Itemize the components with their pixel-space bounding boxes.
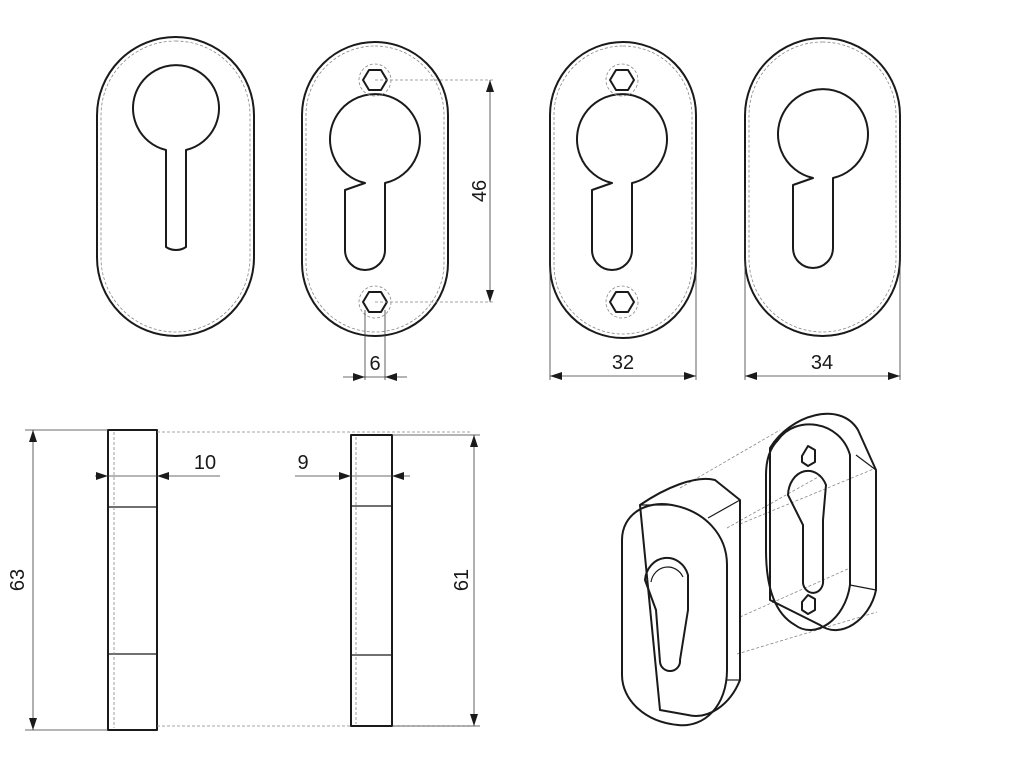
- isometric-front-plate: [621, 478, 741, 727]
- dimension-label-63: 63: [7, 569, 29, 591]
- dimension-screw-spacing: 46: [469, 80, 494, 302]
- isometric-assembly-view: [621, 412, 878, 727]
- escutcheon-front-view-plain: [96, 36, 255, 337]
- isometric-rear-plate: [765, 412, 877, 631]
- dimension-hex-width: 6: [343, 310, 407, 381]
- dimension-label-34: 34: [811, 352, 833, 374]
- dimension-label-46: 46: [469, 180, 491, 202]
- dimension-front-width: 34: [744, 190, 901, 380]
- dimension-rear-height: 61: [392, 434, 480, 727]
- dimension-label-10: 10: [194, 452, 216, 474]
- escutcheon-front-view-screws: [301, 41, 495, 337]
- dimension-label-6: 6: [369, 353, 380, 375]
- escutcheon-rear-view: [549, 41, 697, 339]
- hex-screw-bottom: [605, 285, 639, 319]
- escutcheon-front-view-large: [744, 37, 901, 337]
- dimension-rear-thickness: 9: [295, 452, 410, 480]
- dimension-front-thickness: 10: [95, 452, 220, 480]
- dimension-label-32: 32: [612, 352, 634, 374]
- hex-screw-top: [605, 63, 639, 97]
- side-view-rear-escutcheon: [350, 434, 393, 727]
- keyhole-cutout: [329, 93, 421, 271]
- dimension-rear-width: 32: [549, 190, 697, 380]
- keyhole-cutout: [132, 64, 220, 252]
- dimension-label-61: 61: [451, 569, 473, 591]
- dimension-front-height: 63: [7, 429, 108, 731]
- dimension-label-9: 9: [297, 452, 308, 474]
- side-view-front-escutcheon: [107, 429, 470, 731]
